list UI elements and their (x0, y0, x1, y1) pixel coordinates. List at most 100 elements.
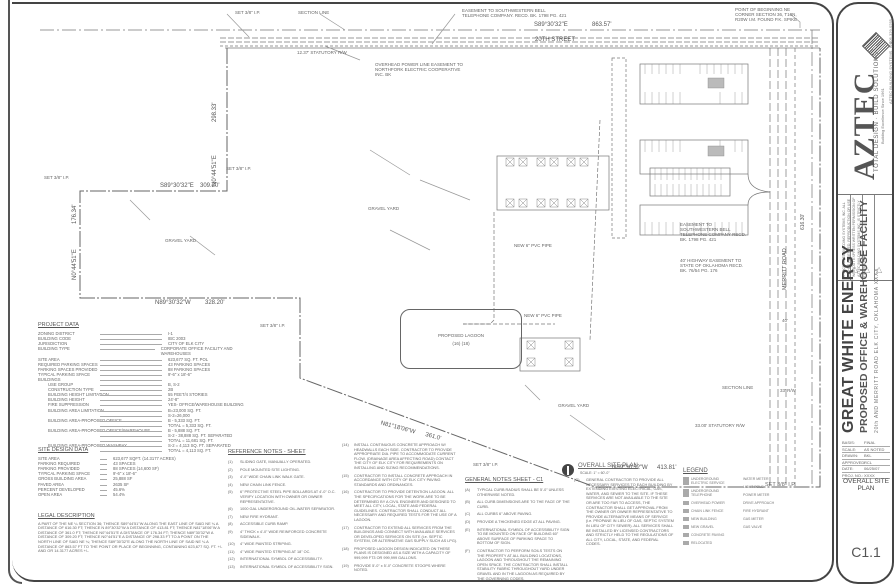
company-phone: 405-329-0255 (888, 19, 893, 44)
lagoon-ref: (16) (18) (452, 341, 470, 346)
legend-item: NEW BUILDING (683, 517, 735, 521)
label-dist-north: 863.57' (592, 22, 612, 28)
legal-description-heading: LEGAL DESCRIPTION (38, 513, 95, 519)
label-dist-east: 616.30' (800, 213, 806, 230)
label-set-iron-pin-4: SET 3/8" I.P. (260, 323, 286, 328)
note-item: (C) ALL CURBS 6" ABOVE PAVING. (465, 512, 570, 517)
project-data-key: FIRE SUPPRESSION (38, 402, 168, 407)
label-easement-bell: EASEMENT TO SOUTHWESTERN BELL TELEPHONE … (462, 8, 567, 18)
project-data-value: TOTAL = 5,333 SQ. FT. (168, 422, 212, 428)
note-text: 6" PROTECTIVE STEEL PIPE BOLLARDS AT 4'-… (240, 490, 336, 504)
note-item: (15)CONTRACTOR TO INSTALL CONCRETE APPRO… (342, 474, 460, 488)
label-new-pvc-2: NEW 6" PVC PIPE (524, 313, 562, 318)
note-index: (17) (342, 525, 349, 530)
note-item: (F)CONTRACTOR TO PERFORM SOILS TESTS ON … (465, 549, 570, 581)
label-bearing-se: N89°30'32"W (612, 465, 648, 471)
note-index: (18) (342, 546, 349, 551)
label-statutory-rw-2: 33.00' STATUTORY R/W (695, 423, 745, 428)
site-design-value: 88 SPACES (14,600 SF) (113, 466, 159, 472)
note-text: ACCESSIBLE CURB RAMP. (240, 522, 289, 527)
note-item: (10)4" WIDE PAINTED STRIPING. (228, 542, 338, 547)
project-data-value: 24'-8" (168, 397, 179, 403)
note-item: (13)INTERNATIONAL SYMBOL OF ACCESSIBILIT… (228, 565, 338, 570)
project-data-value: YES- OFFICE/WAREHOUSE BUILDING (168, 402, 244, 408)
note-index: (11) (228, 549, 235, 554)
project-address: 20th AND MERRITT ROAD ELK CITY, OKLAHOMA… (874, 267, 880, 433)
project-data-value: TOTAL = 11,681 SQ. FT. (168, 438, 214, 444)
note-text: INTERNATIONAL SYMBOL OF ACCESSIBILITY SI… (477, 527, 570, 546)
project-data-key (38, 438, 168, 443)
general-notes-block: GENERAL NOTES SHEET - C1 (465, 477, 575, 486)
project-data-value: 43 PARKING SPACES (168, 361, 211, 367)
info-key: DATE: (842, 466, 854, 471)
note-index: (D) (465, 519, 471, 524)
project-data-value: CORPORATE OFFICE FACILITY AND WAREHOUSES (160, 346, 233, 357)
note-text: INTERNATIONAL SYMBOL OF ACCESSIBILITY SI… (240, 564, 334, 569)
legend-item: GAS VALVE (743, 525, 763, 529)
note-text: PROVIDE 5'-0" x 5'-0" CONCRETE STOOPS WH… (354, 563, 446, 573)
note-text: SLIDING GATE, MANUALLY OPERATED. (240, 460, 312, 464)
project-data-value: CITY OF ELK CITY (168, 341, 205, 347)
label-20th-street: 20TH STREET (535, 37, 576, 43)
note-index: (7) (228, 514, 233, 519)
label-section-line-2: SECTION LINE (722, 385, 754, 390)
legend-item: LIGHT POLE (743, 485, 764, 489)
note-item: (6)1000 GAL UNDERGROUND OIL-WATER SEPARA… (228, 507, 338, 512)
label-highway-easement: 40' HIGHWAY EASEMENT TO STATE OF OKLAHOM… (680, 258, 744, 273)
note-index: (16) (342, 490, 349, 495)
project-data-key (38, 413, 168, 418)
label-statutory-rw: 12.37' STATUTORY R/W (297, 50, 347, 55)
label-gravel-yard-2: GRAVEL YARD (368, 206, 400, 211)
label-new-pvc-1: NEW 6" PVC PIPE (514, 243, 552, 248)
note-item: (17)CONTRACTOR TO EXTEND ALL SERVICES FR… (342, 526, 460, 544)
legend-item: UNDERGROUND ELECTRIC SERVICE (683, 477, 735, 485)
legal-description-block: LEGAL DESCRIPTION A PART OF THE NE ¼ SEC… (38, 513, 223, 554)
project-data-key: TYPICAL PARKING SPACE (38, 372, 168, 377)
project-data-value: 88 PARKING SPACES (168, 366, 211, 372)
label-set-iron-pin-6: SET 3/8" I.P. (765, 482, 796, 488)
project-data-value: 623,677 SQ. FT. POL (168, 356, 209, 362)
general-notes-col-2: (G)GENERAL CONTRACTOR TO PROVIDE ALL NEC… (574, 478, 674, 550)
site-design-value: 45.6% (113, 486, 125, 492)
note-text: INSTALL CONTINUOUS CONCRETE APPROACH W/ … (354, 443, 456, 470)
note-item: (5)6" PROTECTIVE STEEL PIPE BOLLARDS AT … (228, 490, 338, 504)
label-dist-se: 413.81' (657, 465, 677, 471)
label-merritt-road: MERRITT ROAD (782, 248, 788, 290)
note-item: (A)TYPICAL CURB RADIUS SHALL BE 5'-0" UN… (465, 488, 570, 497)
info-key: PROJ. NO.: (842, 472, 864, 478)
note-text: ALL CURBS 6" ABOVE PAVING. (477, 512, 533, 517)
label-dist-south: 328.20' (205, 300, 225, 306)
label-gravel-yard-3: GRAVEL YARD (558, 403, 590, 408)
site-design-value: 25,888 SF (113, 476, 133, 482)
label-dist-west-lower: 176.34' (72, 204, 78, 225)
note-index: (15) (342, 473, 349, 478)
project-data-row: TOTAL = 11,681 SQ. FT. (38, 438, 258, 443)
project-data-key: PARKING SPACES PROVIDED (38, 367, 168, 372)
project-data-key: BUILDING TYPE (38, 346, 161, 356)
project-data-value: 9'-6" x 18'-6" (168, 371, 192, 377)
note-text: TYPICAL CURB RADIUS SHALL BE 5'-0" UNLES… (477, 488, 564, 497)
north-arrow-icon (562, 464, 574, 476)
info-row: DRAWN:BKL (842, 453, 890, 460)
info-row: SCALE:AS NOTED (842, 447, 890, 453)
revision-block: △ △ △ © 2007 AZTEC BUILDING SYSTEMS, INC… (838, 194, 892, 281)
legend-item: DRIVE APPROACH (743, 501, 775, 505)
info-value: RCL (864, 459, 873, 465)
note-index: (C) (465, 512, 471, 517)
info-key: BASIS: (842, 440, 855, 445)
note-text: CONTRACTOR TO PERFORM SOILS TESTS ON THE… (477, 548, 568, 581)
label-set-iron-pin-3: SET 3/8" I.P. (44, 175, 70, 180)
note-index: (8) (228, 522, 233, 527)
